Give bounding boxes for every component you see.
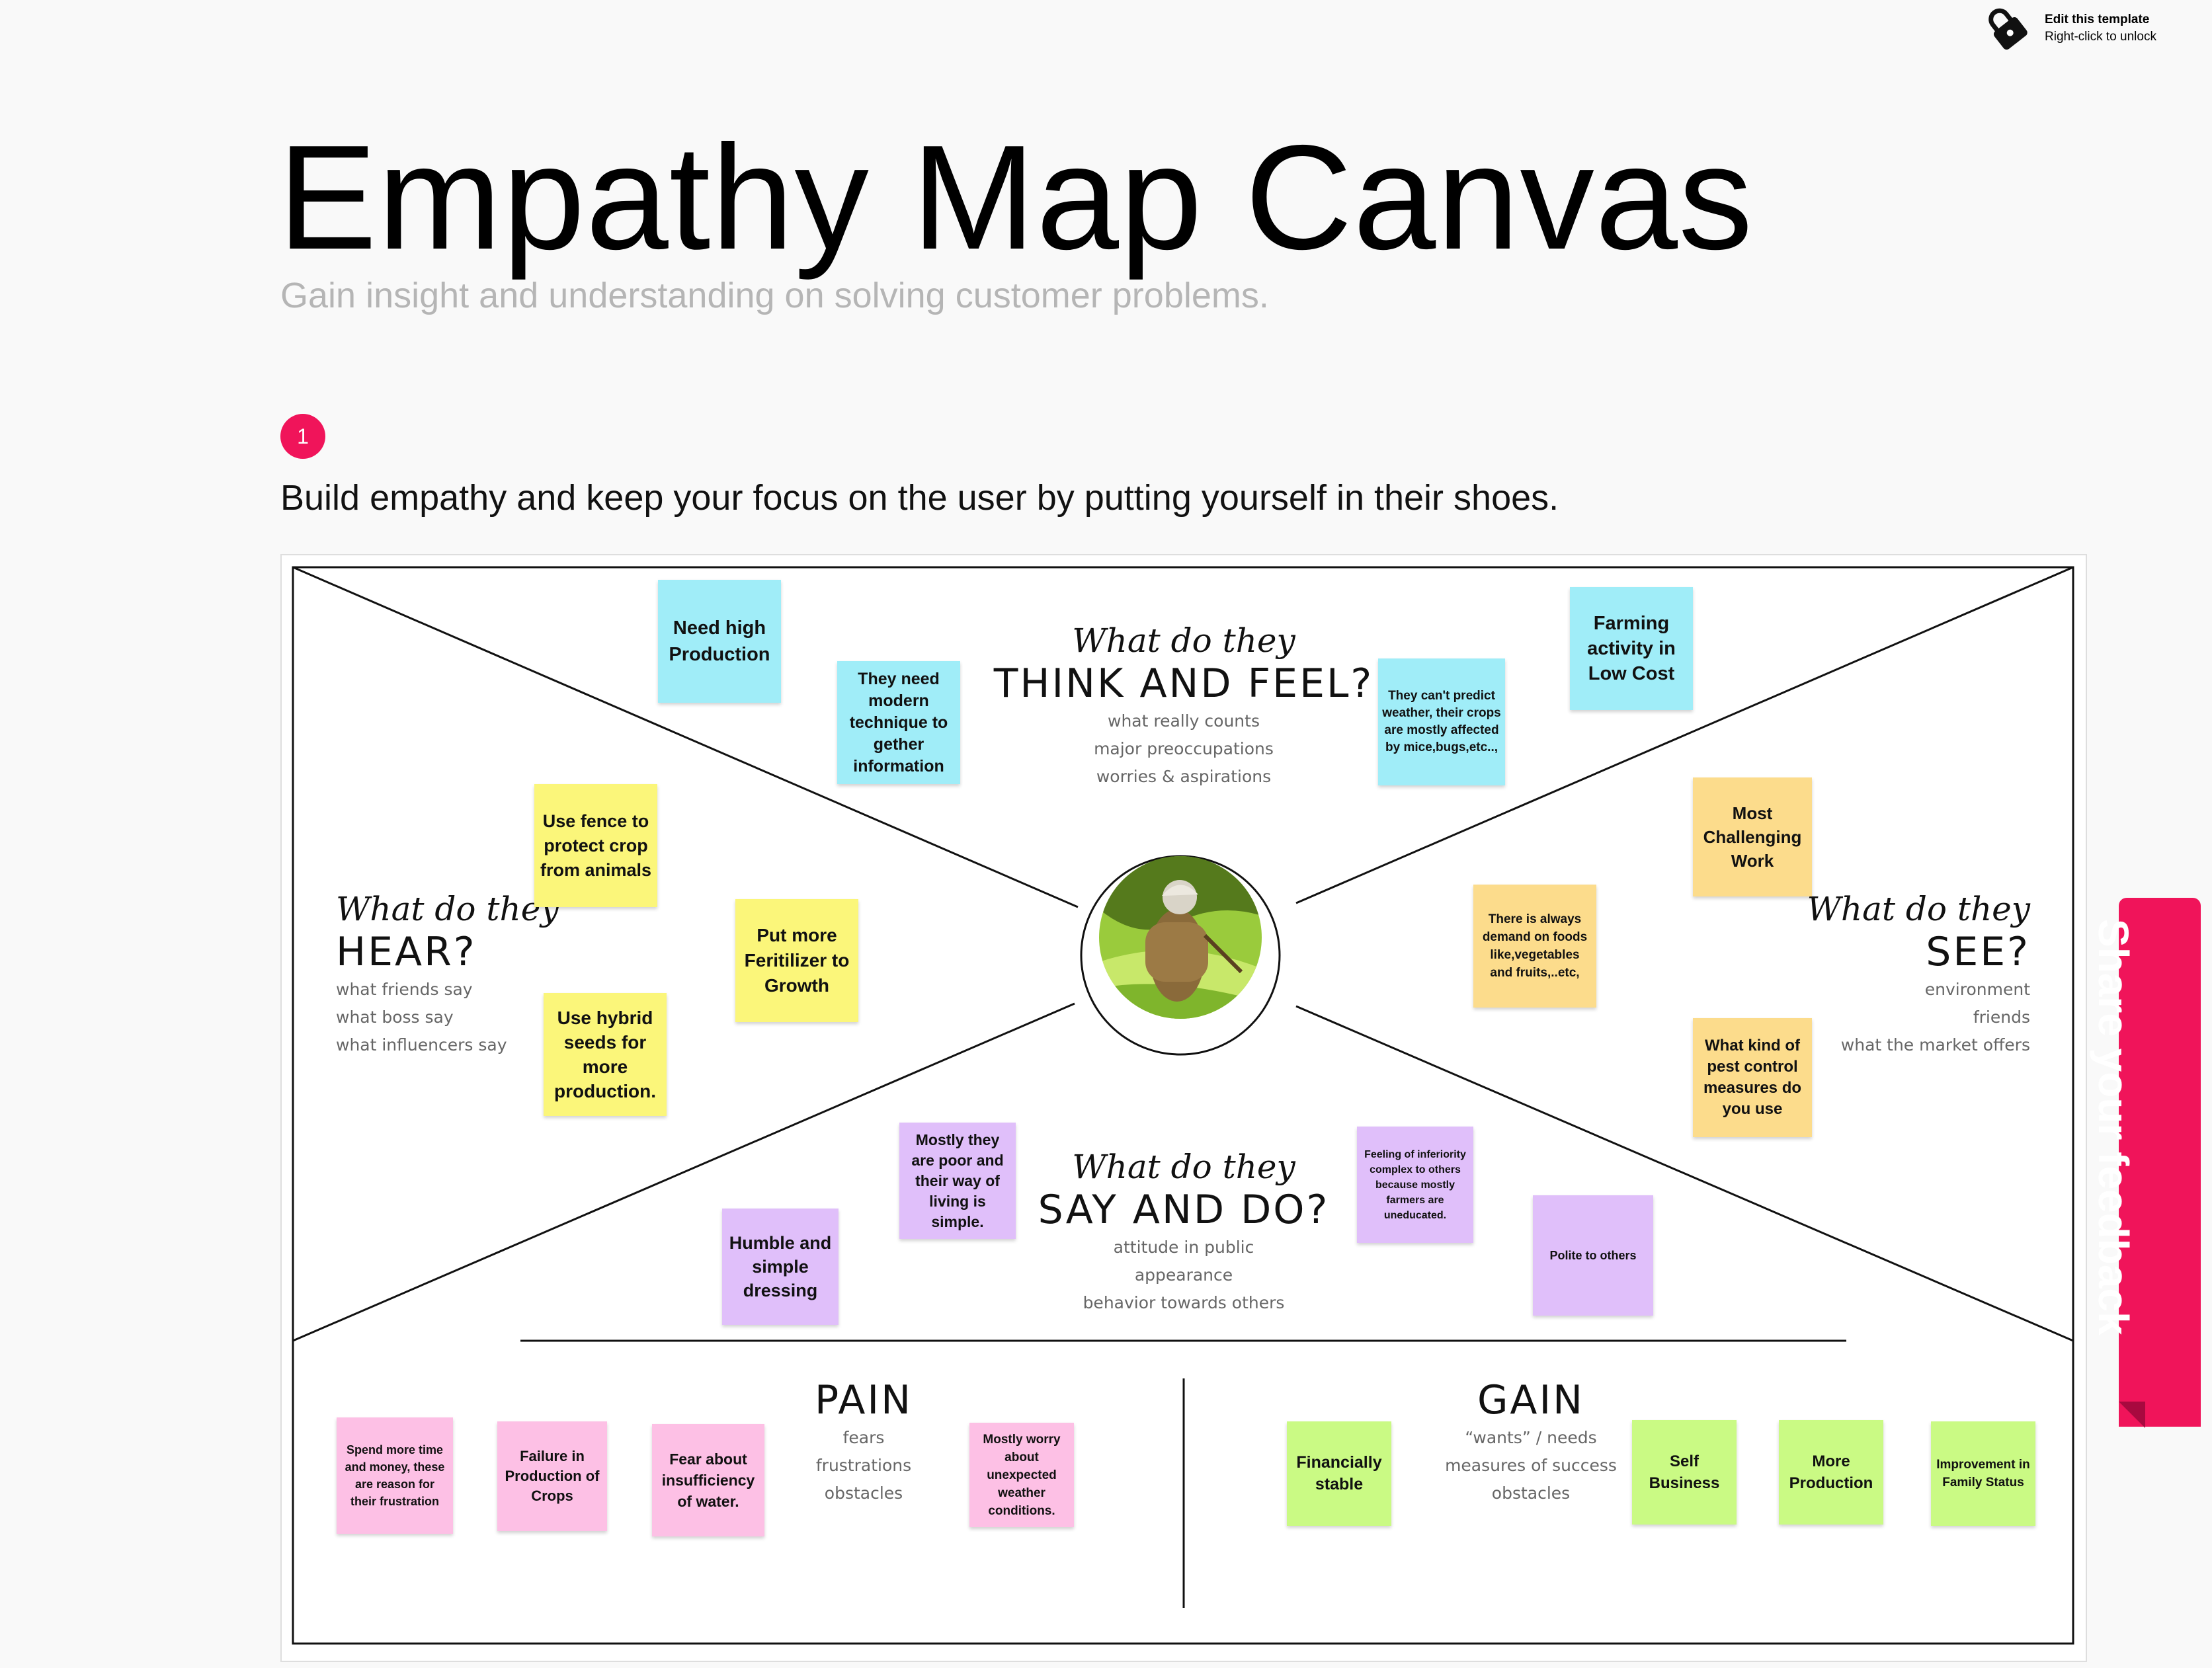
think-line: major preoccupations	[1094, 739, 1274, 758]
sticky-note[interactable]: They can't predict weather, their crops …	[1378, 658, 1505, 785]
hear-line: what influencers say	[336, 1035, 507, 1054]
sticky-note[interactable]: Spend more time and money, these are rea…	[337, 1417, 453, 1534]
gain-heading: GAIN	[1477, 1377, 1585, 1423]
page-subtitle: Gain insight and understanding on solvin…	[280, 276, 1269, 315]
sticky-note[interactable]: Mostly they are poor and their way of li…	[899, 1123, 1016, 1239]
sticky-note[interactable]: More Production	[1779, 1420, 1883, 1525]
share-feedback-tab[interactable]	[2119, 898, 2201, 1427]
see-heading: SEE?	[1926, 929, 2030, 975]
section-gain: GAIN “wants” / needs measures of success…	[1428, 1376, 1633, 1507]
sticky-note[interactable]: Need high Production	[658, 580, 781, 703]
step-badge: 1	[280, 414, 325, 459]
see-line: what the market offers	[1840, 1035, 2030, 1054]
sticky-note[interactable]: They need modern technique to gether inf…	[837, 661, 960, 784]
pain-line: obstacles	[824, 1484, 903, 1503]
hear-heading: HEAR?	[336, 929, 477, 975]
think-line: worries & aspirations	[1096, 767, 1272, 786]
hear-script-label: What do they	[336, 890, 559, 928]
step-instruction: Build empathy and keep your focus on the…	[280, 478, 1559, 518]
pain-line: fears	[842, 1428, 885, 1447]
sticky-note[interactable]: Financially stable	[1287, 1421, 1391, 1526]
think-heading: THINK AND FEEL?	[993, 660, 1374, 707]
gain-line: measures of success	[1445, 1456, 1617, 1475]
sticky-note[interactable]: Use fence to protect crop from animals	[534, 784, 657, 907]
say-heading: SAY AND DO?	[1038, 1187, 1330, 1233]
page-title: Empathy Map Canvas	[278, 114, 1754, 280]
sticky-note[interactable]: There is always demand on foods like,veg…	[1473, 885, 1596, 1008]
sticky-note[interactable]: Polite to others	[1533, 1195, 1653, 1316]
sticky-note[interactable]: Improvement in Family Status	[1931, 1421, 2035, 1526]
section-say-do: What do they SAY AND DO? attitude in pub…	[992, 1148, 1375, 1317]
hear-line: what friends say	[336, 980, 473, 999]
say-line: behavior towards others	[1083, 1293, 1285, 1312]
unlock-hint-label: Right-click to unlock	[2045, 30, 2156, 44]
see-line: environment	[1924, 980, 2030, 999]
sticky-note[interactable]: Humble and simple dressing	[722, 1209, 839, 1325]
sticky-note[interactable]: Most Challenging Work	[1693, 777, 1812, 896]
say-line: attitude in public	[1113, 1238, 1254, 1257]
sticky-note[interactable]: Failure in Production of Crops	[497, 1421, 607, 1531]
edit-template-hint[interactable]: Edit this template Right-click to unlock	[1984, 5, 2202, 52]
think-script-label: What do they	[1072, 621, 1295, 660]
hear-line: what boss say	[336, 1008, 454, 1027]
sticky-note[interactable]: Farming activity in Low Cost	[1570, 587, 1693, 710]
lock-icon	[1984, 3, 2031, 54]
see-line: friends	[1973, 1008, 2030, 1027]
edit-template-label: Edit this template	[2045, 13, 2150, 26]
see-script-label: What do they	[1807, 890, 2030, 928]
section-see: What do they SEE? environment friends wh…	[1766, 890, 2030, 1059]
gain-line: obstacles	[1491, 1484, 1571, 1503]
sticky-note[interactable]: Self Business	[1632, 1420, 1737, 1525]
share-feedback-label[interactable]: Share your feedback	[2090, 919, 2137, 1335]
think-line: what really counts	[1108, 711, 1260, 731]
persona-photo	[1099, 856, 1262, 1019]
section-hear: What do they HEAR? what friends say what…	[336, 890, 600, 1059]
sticky-note[interactable]: Fear about insufficiency of water.	[652, 1424, 764, 1536]
say-line: appearance	[1134, 1265, 1233, 1285]
section-think-feel: What do they THINK AND FEEL? what really…	[979, 621, 1389, 791]
sticky-note[interactable]: Feeling of inferiority complex to others…	[1357, 1127, 1473, 1243]
feedback-tab-fold	[2119, 1402, 2145, 1428]
sticky-note[interactable]: What kind of pest control measures do yo…	[1693, 1018, 1812, 1137]
sticky-note[interactable]: Mostly worry about unexpected weather co…	[969, 1423, 1074, 1527]
sticky-note[interactable]: Use hybrid seeds for more production.	[544, 993, 667, 1116]
pain-line: frustrations	[815, 1456, 912, 1475]
pain-heading: PAIN	[815, 1377, 913, 1423]
section-pain: PAIN fears frustrations obstacles	[764, 1376, 963, 1507]
sticky-note[interactable]: Put more Feritilizer to Growth	[735, 899, 858, 1022]
say-script-label: What do they	[1072, 1148, 1295, 1186]
gain-line: “wants” / needs	[1465, 1428, 1597, 1447]
